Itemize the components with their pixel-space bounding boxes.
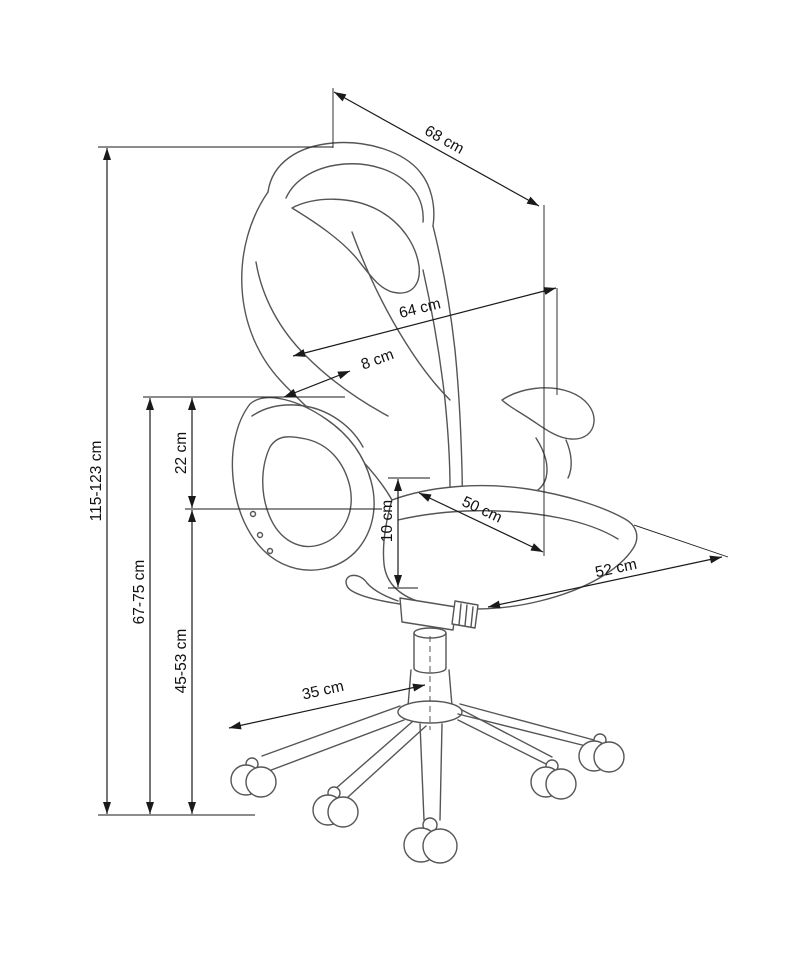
dim-backrest-width: 64 cm xyxy=(292,287,557,357)
near-armrest-pad-line xyxy=(251,404,364,448)
dim-cushion-thickness: 10 cm xyxy=(379,479,402,587)
dim-label-67-75: 67-75 cm xyxy=(131,560,148,625)
dim-armrest-above-seat: 22 cm xyxy=(173,398,196,508)
far-armrest-pad xyxy=(501,387,595,440)
seat-cushion xyxy=(382,484,638,610)
headrest-pillow xyxy=(291,198,420,294)
cylinder-collar xyxy=(413,667,447,674)
caster xyxy=(530,759,577,800)
base-leg-upper-right xyxy=(457,703,599,750)
dim-label-35: 35 cm xyxy=(301,678,346,704)
dim-base-radius: 35 cm xyxy=(228,678,426,730)
base-leg-front xyxy=(419,723,443,821)
dim-label-8: 8 cm xyxy=(359,346,396,373)
dim-line-8 xyxy=(283,370,351,398)
tilt-mechanism xyxy=(399,597,457,631)
dim-line-52 xyxy=(487,555,723,609)
adjustment-lever xyxy=(345,574,401,605)
knob-ridges xyxy=(458,603,474,628)
near-armrest-opening xyxy=(262,436,352,548)
extension-line-seat-corner xyxy=(633,524,729,558)
dim-overall-height: 115-123 cm xyxy=(88,148,111,814)
caster xyxy=(578,733,625,773)
cylinder-upper xyxy=(413,632,447,669)
caster xyxy=(403,817,458,864)
backrest-bolster-seam xyxy=(255,261,389,417)
dim-line-35 xyxy=(228,683,426,730)
dim-label-115-123: 115-123 cm xyxy=(88,441,105,522)
dim-armrest-floor-height: 67-75 cm xyxy=(131,398,154,814)
dim-label-10: 10 cm xyxy=(379,500,396,542)
office-chair-illustration xyxy=(230,141,638,864)
extension-lines xyxy=(98,88,729,816)
armrest-screw xyxy=(249,510,257,518)
dim-label-64: 64 cm xyxy=(397,295,442,322)
dim-seat-height: 45-53 cm xyxy=(173,510,196,814)
caster xyxy=(312,786,359,828)
dim-label-45-53: 45-53 cm xyxy=(173,629,190,694)
caster xyxy=(230,757,277,798)
dim-line-68 xyxy=(333,91,540,207)
dim-line-50 xyxy=(418,492,544,553)
dim-label-22: 22 cm xyxy=(173,432,190,474)
far-armrest-support-2 xyxy=(565,439,572,479)
armrest-screw xyxy=(256,531,264,539)
dim-line-64 xyxy=(292,287,557,357)
base-leg-lower-left xyxy=(333,721,427,798)
armrest-screw xyxy=(266,547,274,555)
dim-top-width: 68 cm xyxy=(333,91,540,207)
dimensions: 115-123 cm 67-75 cm 22 cm 45-53 cm 68 cm… xyxy=(88,91,723,814)
dim-label-68: 68 cm xyxy=(422,122,467,157)
base-leg-right xyxy=(457,709,553,765)
